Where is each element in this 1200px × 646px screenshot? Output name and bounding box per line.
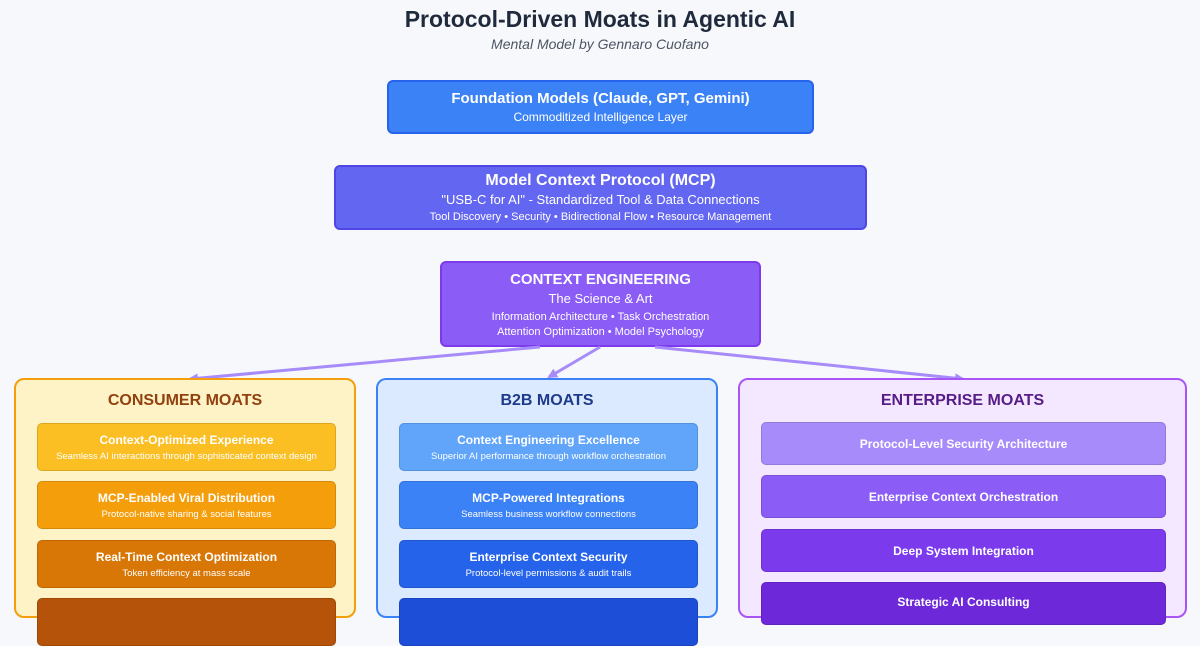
mcp-features: Tool Discovery • Security • Bidirectiona… (429, 211, 772, 223)
b2b-item-subtitle: Protocol-level permissions & audit trail… (465, 567, 632, 579)
enterprise-item-title: Protocol-Level Security Architecture (859, 436, 1068, 451)
mcp-box: Model Context Protocol (MCP) "USB-C for … (334, 165, 867, 230)
foundation-models-subtitle: Commoditized Intelligence Layer (513, 110, 688, 124)
page-subtitle: Mental Model by Gennaro Cuofano (491, 36, 709, 52)
enterprise-item-title: Deep System Integration (893, 543, 1034, 558)
foundation-models-title: Foundation Models (Claude, GPT, Gemini) (451, 90, 750, 107)
b2b-item: MCP-Powered Integrations Seamless busine… (399, 481, 698, 529)
enterprise-item: Deep System Integration (761, 529, 1166, 572)
consumer-item: Real-Time Context Optimization Token eff… (37, 540, 336, 588)
consumer-item-title: MCP-Enabled Viral Distribution (97, 490, 276, 505)
arrow-to-consumer (188, 345, 541, 384)
b2b-item-title: MCP-Powered Integrations (472, 490, 625, 505)
mcp-subtitle: "USB-C for AI" - Standardized Tool & Dat… (441, 192, 760, 207)
b2b-item-subtitle: Seamless business workflow connections (461, 508, 636, 520)
context-engineering-title: CONTEXT ENGINEERING (510, 270, 691, 288)
arrow-to-b2b (547, 345, 601, 379)
consumer-item-subtitle: Seamless AI interactions through sophist… (56, 450, 317, 462)
b2b-item-partial (399, 598, 698, 646)
consumer-item-partial (37, 598, 336, 646)
enterprise-moats-panel: ENTERPRISE MOATS Protocol-Level Security… (738, 378, 1187, 625)
foundation-models-box: Foundation Models (Claude, GPT, Gemini) … (387, 80, 814, 134)
mcp-title: Model Context Protocol (MCP) (485, 172, 716, 189)
b2b-item-subtitle: Superior AI performance through workflow… (431, 450, 666, 462)
consumer-item-subtitle: Token efficiency at mass scale (122, 567, 251, 579)
enterprise-item: Strategic AI Consulting (761, 582, 1166, 625)
b2b-item-title: Context Engineering Excellence (457, 432, 640, 447)
enterprise-item-title: Enterprise Context Orchestration (868, 489, 1059, 504)
context-engineering-subtitle: The Science & Art (548, 290, 653, 306)
arrow-to-enterprise (654, 345, 965, 384)
consumer-moats-title: CONSUMER MOATS (107, 392, 263, 409)
enterprise-item-title: Strategic AI Consulting (897, 595, 1030, 609)
b2b-moats-panel: B2B MOATS Context Engineering Excellence… (376, 378, 718, 646)
enterprise-item: Enterprise Context Orchestration (761, 475, 1166, 518)
b2b-moats-title: B2B MOATS (500, 392, 594, 409)
consumer-item-title: Real-Time Context Optimization (95, 549, 278, 564)
enterprise-item: Protocol-Level Security Architecture (761, 422, 1166, 465)
consumer-moats-panel: CONSUMER MOATS Context-Optimized Experie… (14, 378, 356, 646)
consumer-item-subtitle: Protocol-native sharing & social feature… (101, 508, 272, 520)
context-engineering-line2: Attention Optimization • Model Psycholog… (497, 325, 704, 338)
b2b-item: Enterprise Context Security Protocol-lev… (399, 540, 698, 588)
enterprise-moats-title: ENTERPRISE MOATS (880, 392, 1045, 409)
context-engineering-box: CONTEXT ENGINEERING The Science & Art In… (440, 261, 761, 347)
consumer-item: MCP-Enabled Viral Distribution Protocol-… (37, 481, 336, 529)
page-title: Protocol-Driven Moats in Agentic AI (404, 6, 796, 32)
consumer-item-title: Context-Optimized Experience (99, 432, 274, 447)
context-engineering-line1: Information Architecture • Task Orchestr… (491, 310, 710, 323)
b2b-item: Context Engineering Excellence Superior … (399, 423, 698, 471)
b2b-item-title: Enterprise Context Security (469, 549, 628, 564)
consumer-item: Context-Optimized Experience Seamless AI… (37, 423, 336, 471)
connector-arrows (188, 345, 965, 384)
